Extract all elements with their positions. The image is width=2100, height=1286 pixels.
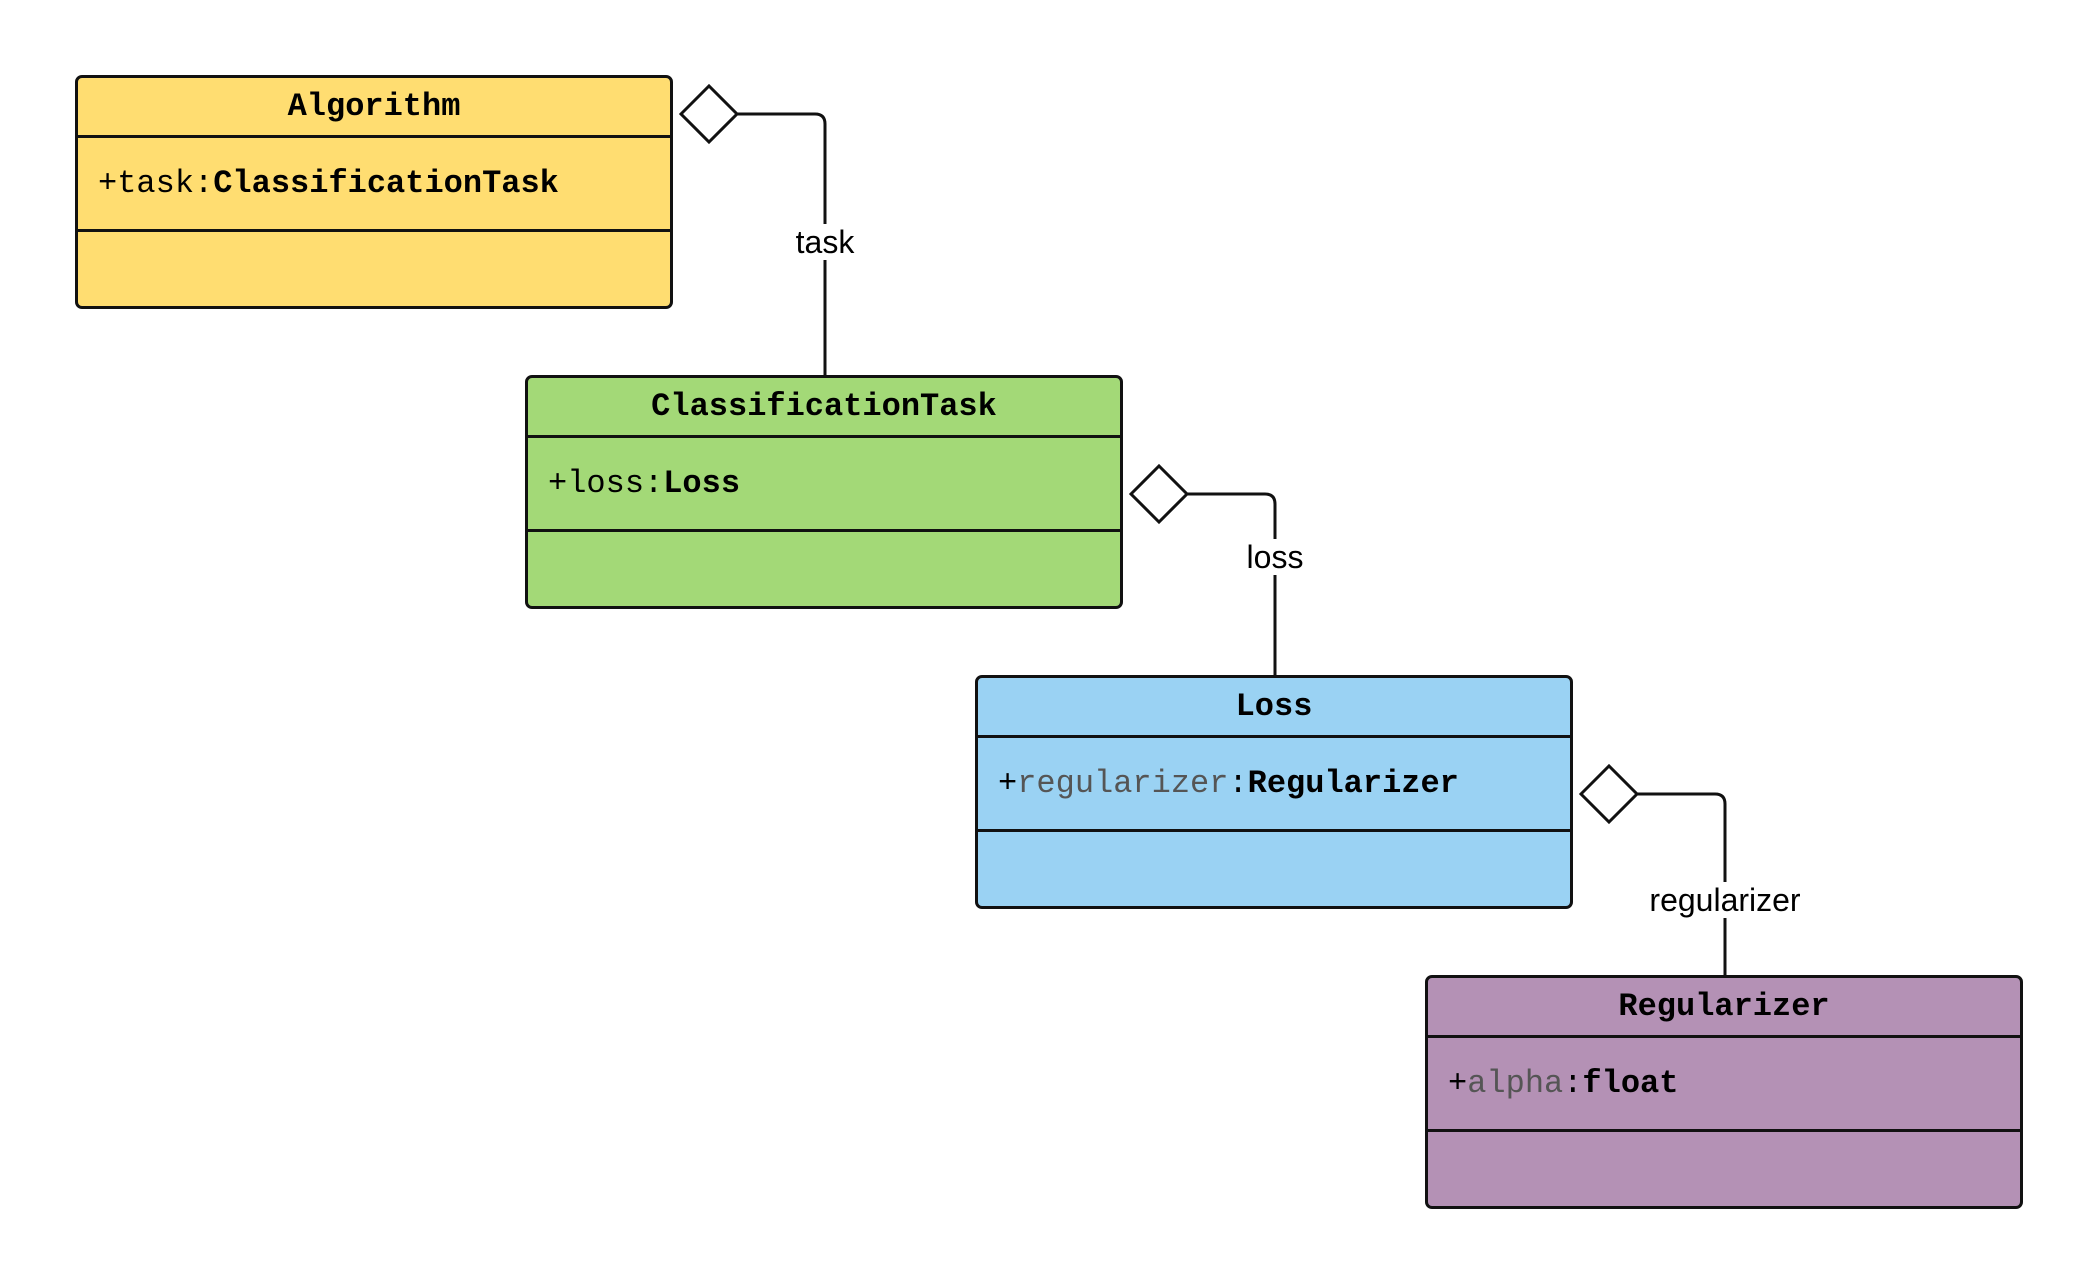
class-name: Loss bbox=[978, 678, 1570, 738]
attribute-type: Regularizer bbox=[1247, 765, 1459, 802]
attribute-separator: : bbox=[644, 465, 664, 502]
aggregation-diamond-icon bbox=[678, 83, 740, 145]
attribute-visibility: + bbox=[1448, 1065, 1468, 1102]
class-attributes: + loss: Loss bbox=[528, 438, 1120, 532]
class-attributes: + alpha: float bbox=[1428, 1038, 2020, 1132]
class-name: Regularizer bbox=[1428, 978, 2020, 1038]
class-box-regularizer[interactable]: Regularizer + alpha: float bbox=[1425, 975, 2023, 1209]
attribute-type: float bbox=[1582, 1065, 1679, 1102]
class-methods bbox=[1428, 1132, 2020, 1206]
attribute-name: loss bbox=[567, 465, 645, 502]
attribute-separator: : bbox=[1228, 765, 1248, 802]
relation-label-loss: loss bbox=[1242, 539, 1308, 575]
aggregation-connector-regularizer bbox=[1578, 763, 1727, 975]
attribute-type: ClassificationTask bbox=[213, 165, 559, 202]
class-attributes: + task: ClassificationTask bbox=[78, 138, 670, 232]
attribute-name: alpha bbox=[1467, 1065, 1564, 1102]
class-attributes: + regularizer: Regularizer bbox=[978, 738, 1570, 832]
aggregation-connector-task bbox=[678, 83, 827, 375]
class-methods bbox=[528, 532, 1120, 606]
class-box-algorithm[interactable]: Algorithm + task: ClassificationTask bbox=[75, 75, 673, 309]
class-methods bbox=[978, 832, 1570, 906]
relation-label-task: task bbox=[791, 224, 859, 260]
aggregation-connector-loss bbox=[1128, 463, 1277, 675]
attribute-visibility: + bbox=[998, 765, 1018, 802]
class-box-loss[interactable]: Loss + regularizer: Regularizer bbox=[975, 675, 1573, 909]
aggregation-diamond-icon bbox=[1128, 463, 1190, 525]
class-methods bbox=[78, 232, 670, 306]
class-name: ClassificationTask bbox=[528, 378, 1120, 438]
aggregation-diamond-icon bbox=[1578, 763, 1640, 825]
class-name: Algorithm bbox=[78, 78, 670, 138]
attribute-name: task bbox=[117, 165, 195, 202]
relation-label-regularizer: regularizer bbox=[1645, 882, 1805, 918]
class-box-classificationtask[interactable]: ClassificationTask + loss: Loss bbox=[525, 375, 1123, 609]
attribute-visibility: + bbox=[98, 165, 118, 202]
attribute-separator: : bbox=[194, 165, 214, 202]
attribute-name: regularizer bbox=[1017, 765, 1229, 802]
attribute-separator: : bbox=[1563, 1065, 1583, 1102]
attribute-type: Loss bbox=[663, 465, 741, 502]
attribute-visibility: + bbox=[548, 465, 568, 502]
